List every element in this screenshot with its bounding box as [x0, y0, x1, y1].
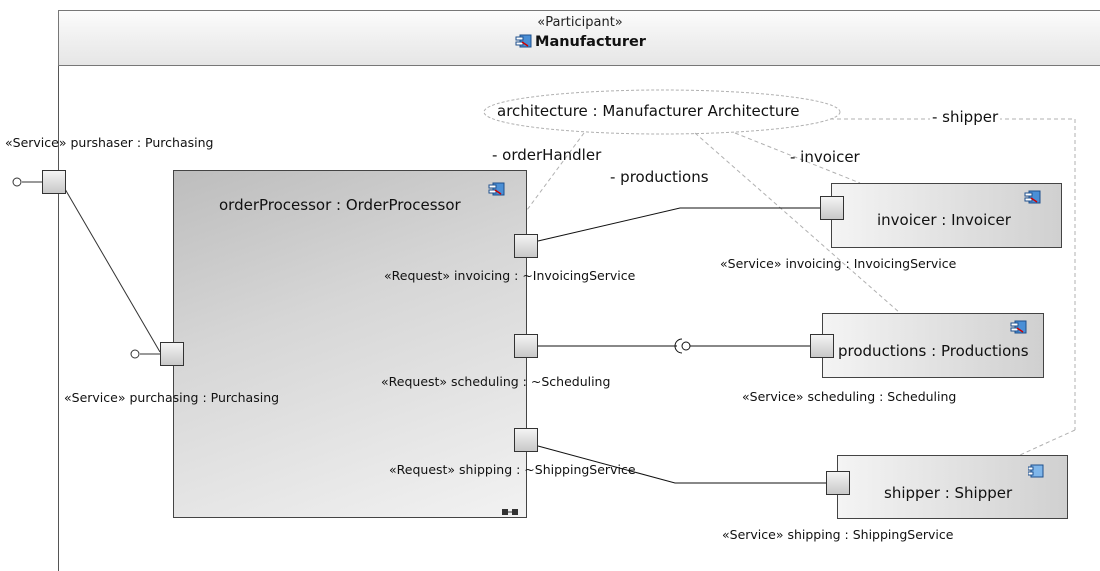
- participant-stereotype: «Participant»: [537, 15, 623, 30]
- collaboration-label[interactable]: architecture : Manufacturer Architecture: [497, 102, 800, 120]
- invoicing-request-port[interactable]: [514, 234, 538, 258]
- role-shipper: - shipper: [930, 108, 1001, 126]
- component-icon: [1009, 319, 1027, 334]
- order-processor-part[interactable]: orderProcessor : OrderProcessor: [173, 170, 527, 518]
- shipper-label: shipper : Shipper: [884, 484, 1013, 502]
- purchasing-port-label: «Service» purchasing : Purchasing: [64, 390, 280, 405]
- external-port-label: «Service» purshaser : Purchasing: [5, 135, 214, 150]
- purchasing-port[interactable]: [160, 342, 184, 366]
- role-order-handler: - orderHandler: [492, 146, 602, 164]
- participant-name: Manufacturer: [535, 34, 646, 50]
- collaboration-ellipse[interactable]: [483, 89, 841, 135]
- scheduling-request-label: «Request» scheduling : ~Scheduling: [381, 374, 611, 389]
- shipper-part[interactable]: shipper : Shipper: [837, 455, 1068, 519]
- invoicer-label: invoicer : Invoicer: [877, 211, 1011, 229]
- invoicer-part[interactable]: invoicer : Invoicer: [831, 183, 1062, 248]
- participant-header[interactable]: «Participant» Manufacturer: [58, 10, 1100, 66]
- shipping-service-port[interactable]: [826, 471, 850, 495]
- scheduling-request-port[interactable]: [514, 334, 538, 358]
- participant-title-row: Manufacturer: [59, 33, 1100, 52]
- structure-icon: [502, 501, 518, 520]
- shipping-request-label: «Request» shipping : ~ShippingService: [389, 462, 636, 477]
- invoicing-service-port[interactable]: [820, 196, 844, 220]
- shipping-request-port[interactable]: [514, 428, 538, 452]
- participant-icon: [514, 33, 532, 52]
- component-icon: [487, 181, 505, 196]
- productions-part[interactable]: productions : Productions: [822, 313, 1044, 378]
- external-purchasing-port[interactable]: [42, 170, 66, 194]
- shipping-service-label: «Service» shipping : ShippingService: [722, 527, 954, 542]
- invoicing-service-label: «Service» invoicing : InvoicingService: [720, 256, 957, 271]
- component-icon: [1023, 189, 1041, 204]
- invoicing-request-label: «Request» invoicing : ~InvoicingService: [384, 268, 636, 283]
- scheduling-service-port[interactable]: [810, 334, 834, 358]
- interface-icon: [1027, 463, 1046, 478]
- order-processor-label: orderProcessor : OrderProcessor: [219, 196, 461, 214]
- productions-label: productions : Productions: [838, 342, 1029, 360]
- role-invoicer: - invoicer: [790, 148, 860, 166]
- scheduling-service-label: «Service» scheduling : Scheduling: [742, 389, 957, 404]
- role-productions: - productions: [610, 168, 709, 186]
